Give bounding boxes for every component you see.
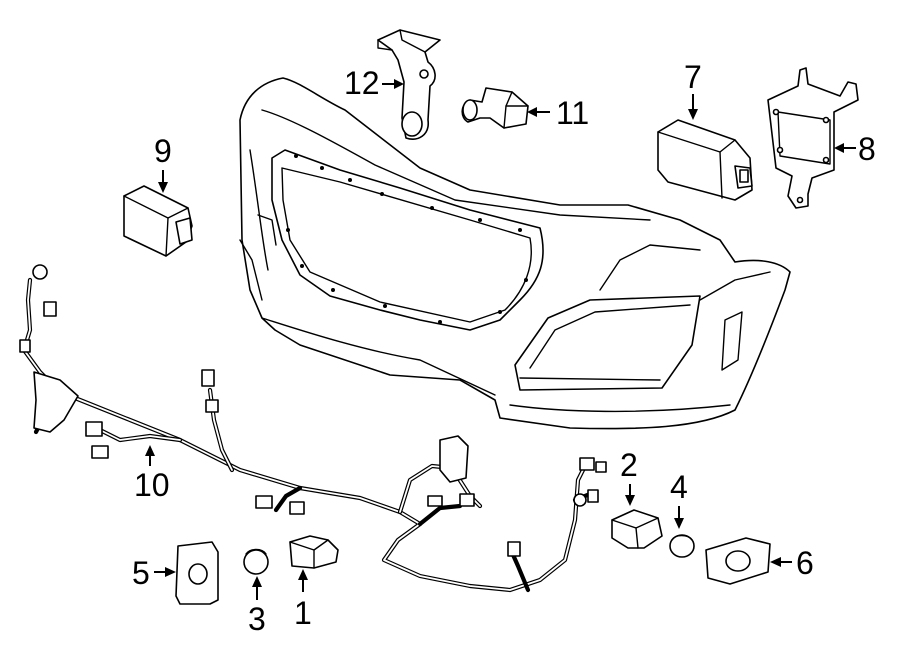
- callout-5: 5: [132, 555, 176, 591]
- callout-number: 11: [556, 95, 589, 131]
- part-1-sensor-bracket: [289, 535, 339, 569]
- part-6-sensor-retainer: [705, 537, 771, 585]
- callout-8: 8: [834, 131, 876, 167]
- part-5-sensor-retainer: [175, 541, 219, 605]
- callout-10: 10: [134, 445, 170, 503]
- part-9-control-module: [123, 185, 193, 257]
- callout-1: 1: [294, 569, 312, 631]
- callout-number: 5: [132, 555, 150, 591]
- callout-4: 4: [670, 469, 688, 529]
- callout-3: 3: [248, 576, 266, 637]
- callout-number: 12: [344, 65, 380, 101]
- callout-number: 10: [134, 467, 170, 503]
- callout-11: 11: [527, 95, 589, 131]
- callout-number: 3: [248, 601, 266, 637]
- part-4-grommet: [669, 534, 695, 558]
- callout-number: 9: [154, 133, 172, 169]
- callout-number: 8: [858, 131, 876, 167]
- callout-number: 7: [684, 59, 702, 95]
- callout-2: 2: [620, 447, 638, 506]
- part-12-sensor-bracket: [377, 29, 441, 140]
- bumper-cover: [239, 77, 791, 430]
- part-10-wiring-harness: [19, 264, 607, 593]
- part-11-parking-sensor: [461, 87, 529, 129]
- callout-number: 4: [670, 469, 688, 505]
- callout-12: 12: [344, 65, 404, 101]
- callout-6: 6: [770, 545, 814, 581]
- callout-number: 2: [620, 447, 638, 483]
- part-8-mounting-bracket: [767, 67, 859, 209]
- part-2-parking-sensor: [611, 509, 663, 549]
- callout-9: 9: [154, 133, 172, 193]
- part-7-control-module: [657, 119, 753, 201]
- part-3-sensor-cap: [243, 548, 269, 575]
- callout-number: 1: [294, 595, 312, 631]
- callout-7: 7: [684, 59, 702, 120]
- callout-number: 6: [796, 545, 814, 581]
